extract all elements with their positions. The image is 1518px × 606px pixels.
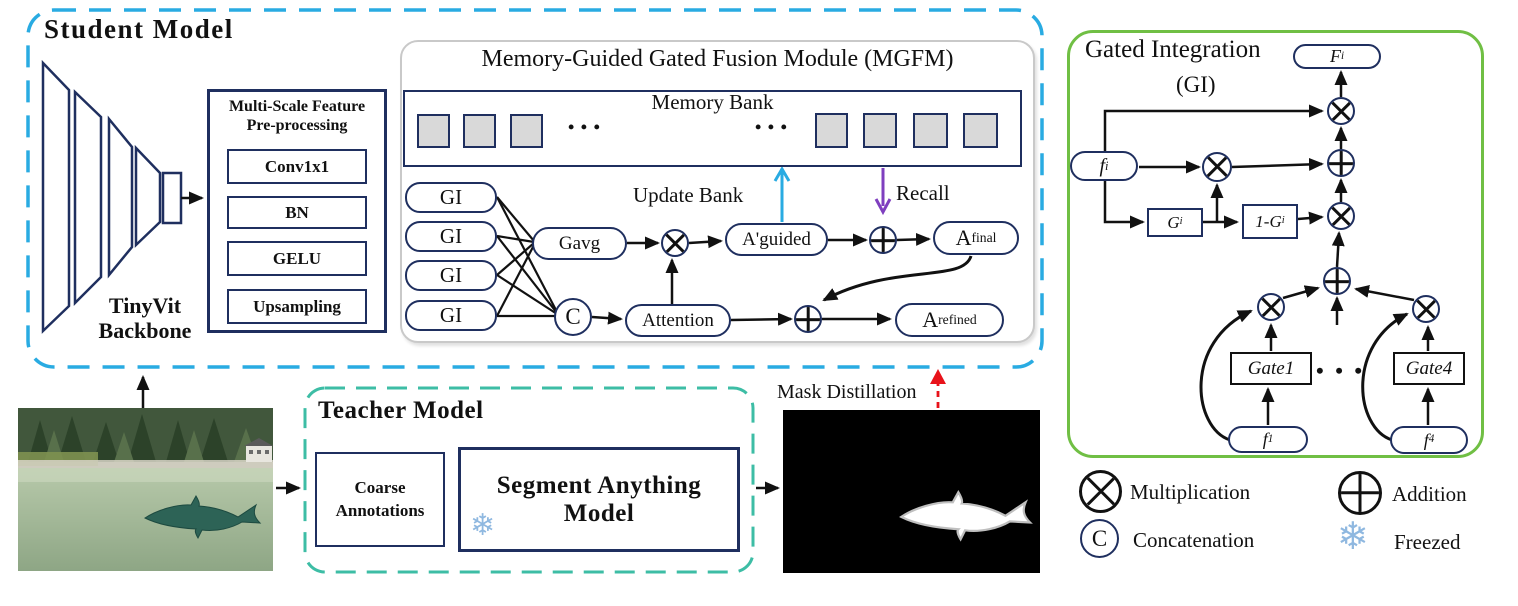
legend-multiplication: Multiplication: [1130, 480, 1251, 504]
gi-input-capsule: GI: [405, 221, 497, 252]
multiply-legend-icon: [1079, 470, 1122, 513]
memory-slot: [913, 113, 948, 148]
upsampling-block: Upsampling: [227, 289, 367, 324]
snowflake-legend-icon: ❄: [1337, 514, 1369, 558]
legend-freezed: Freezed: [1394, 530, 1461, 554]
attention-node: Attention: [625, 304, 731, 337]
shark: [144, 495, 262, 540]
memory-ellipsis-left: • • •: [568, 117, 601, 137]
snowflake-icon: ❄: [470, 508, 496, 543]
memory-slot: [863, 113, 897, 148]
mask-distillation-label: Mask Distillation: [777, 381, 917, 403]
memory-slot: [963, 113, 998, 148]
memory-slot: [510, 114, 543, 148]
multiply-icon: [1257, 293, 1285, 321]
update-bank-label: Update Bank: [633, 183, 744, 207]
concat-legend-icon: C: [1080, 519, 1119, 558]
concat-node: C: [554, 298, 592, 336]
conv1x1-block: Conv1x1: [227, 149, 367, 184]
gated-integration-panel: [1067, 30, 1484, 458]
mask-distillation-arrow: [930, 369, 946, 408]
multiply-icon: [661, 229, 689, 257]
memory-slot: [463, 114, 496, 148]
legend-concatenation: Concatenation: [1133, 528, 1255, 552]
add-icon: [794, 305, 822, 333]
student-title: Student Model: [44, 14, 234, 44]
house: [244, 438, 273, 462]
gavg-node: Gavg: [532, 227, 627, 260]
preprocessing-title: Multi-Scale Feature Pre-processing: [228, 98, 366, 135]
gi-input-capsule: GI: [405, 300, 497, 331]
multiply-icon: [1327, 97, 1355, 125]
memory-ellipsis-right: • • •: [755, 117, 788, 137]
gate4-box: Gate4: [1393, 352, 1465, 385]
add-legend-icon: [1338, 471, 1382, 515]
gi-input-capsule: GI: [405, 260, 497, 291]
coarse-annotations-box: Coarse Annotations: [315, 452, 445, 547]
gi-title: Gated Integration: [1085, 36, 1261, 63]
a-guided-node: A'guided: [725, 223, 828, 256]
multiply-icon: [1327, 202, 1355, 230]
recall-label: Recall: [896, 181, 950, 205]
mask-image: [783, 410, 1040, 573]
multiply-icon: [1202, 152, 1232, 182]
input-image: [18, 408, 273, 571]
gi-input-capsule: GI: [405, 182, 497, 213]
backbone-label: TinyVit Backbone: [98, 293, 192, 344]
gate1-box: Gate1: [1230, 352, 1312, 385]
multiply-icon: [1412, 295, 1440, 323]
gelu-block: GELU: [227, 241, 367, 276]
legend-addition: Addition: [1392, 482, 1467, 506]
memory-slot: [815, 113, 848, 148]
sam-box: Segment Anything Model ❄: [458, 447, 740, 552]
add-icon: [1323, 267, 1351, 295]
memory-slot: [417, 114, 450, 148]
bn-block: BN: [227, 196, 367, 229]
gates-ellipsis: • • •: [1316, 358, 1366, 383]
backbone-pyramid: [41, 59, 183, 334]
add-icon: [1327, 149, 1355, 177]
shark-mask: [899, 490, 1033, 542]
memory-bank-label: Memory Bank: [651, 90, 774, 114]
teacher-title: Teacher Model: [318, 397, 484, 424]
mgfm-title: Memory-Guided Gated Fusion Module (MGFM): [481, 46, 954, 72]
gi-subtitle: (GI): [1176, 72, 1216, 97]
add-icon: [869, 226, 897, 254]
